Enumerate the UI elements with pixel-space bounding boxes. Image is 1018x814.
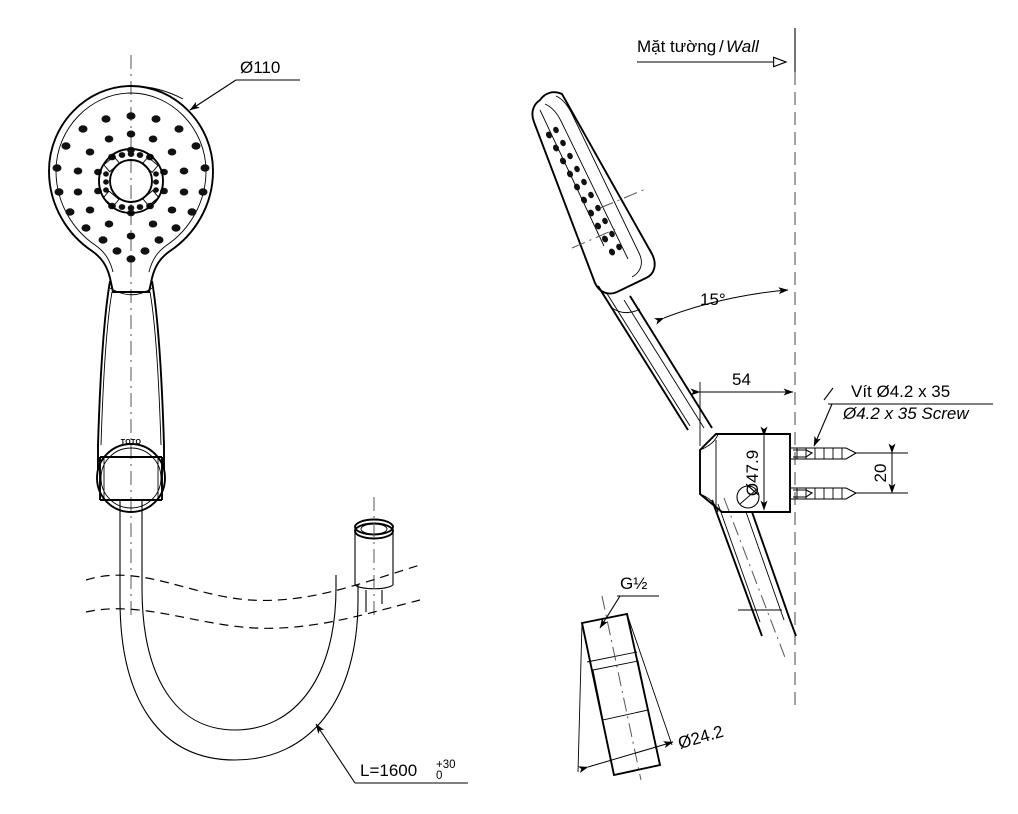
hose-length-label: L=1600 bbox=[360, 761, 417, 780]
bracket-diameter-dimension: Ø47.9 bbox=[743, 426, 768, 511]
wall-label-vn: Mặt tường bbox=[637, 37, 716, 56]
screw-spacing-label: 20 bbox=[871, 464, 890, 483]
screw-upper bbox=[789, 447, 858, 460]
screw-callout: Vít Ø4.2 x 35 Ø4.2 x 35 Screw bbox=[813, 382, 993, 447]
head-diameter-label: Ø110 bbox=[240, 58, 280, 77]
thread-callout: G½ bbox=[599, 574, 659, 629]
hose-tolerance-lower: 0 bbox=[436, 770, 442, 782]
head-diameter-callout: Ø110 bbox=[189, 58, 300, 111]
wall-bracket-front bbox=[96, 443, 166, 513]
side-view-group: Mặt tường / Wall bbox=[531, 28, 993, 710]
hose-break-lines bbox=[85, 564, 421, 629]
hose-tolerance-upper: +30 bbox=[436, 759, 456, 771]
hose-length-callout: L=1600 +30 0 bbox=[315, 723, 468, 784]
brand-mark-toto: TOTO bbox=[121, 439, 142, 446]
connector-detail-group: G½ Ø24.2 bbox=[577, 574, 726, 781]
wall-bracket-side bbox=[699, 433, 791, 513]
hose-connector-nut-front bbox=[354, 497, 394, 620]
shower-head-side bbox=[531, 91, 656, 295]
shower-handle-side bbox=[711, 497, 797, 661]
bracket-offset-label: 54 bbox=[732, 370, 751, 389]
angle-dimension: 15° bbox=[653, 287, 789, 325]
shower-neck-side bbox=[597, 285, 713, 431]
wall-label-en: Wall bbox=[726, 37, 760, 56]
shower-handle-front: TOTO bbox=[97, 280, 165, 470]
thread-label: G½ bbox=[620, 574, 647, 593]
mounting-screws bbox=[789, 447, 908, 500]
bracket-offset-dimension: 54 bbox=[690, 370, 794, 446]
angle-label: 15° bbox=[700, 290, 726, 309]
wall-label-separator: / bbox=[719, 37, 724, 56]
screw-spacing-dimension: 20 bbox=[871, 443, 896, 494]
shower-head-front bbox=[48, 85, 214, 293]
spray-nozzles-front bbox=[52, 112, 210, 263]
front-view-group: TOTO bbox=[48, 55, 468, 784]
screw-label-en: Ø4.2 x 35 Screw bbox=[842, 404, 970, 423]
shower-hose-front bbox=[119, 500, 359, 761]
screw-lower bbox=[789, 487, 858, 500]
wall-callout: Mặt tường / Wall bbox=[637, 37, 786, 62]
screw-label-vn: Vít Ø4.2 x 35 bbox=[851, 382, 950, 401]
bracket-diameter-label: Ø47.9 bbox=[743, 450, 762, 496]
center-hub-front bbox=[98, 148, 164, 214]
